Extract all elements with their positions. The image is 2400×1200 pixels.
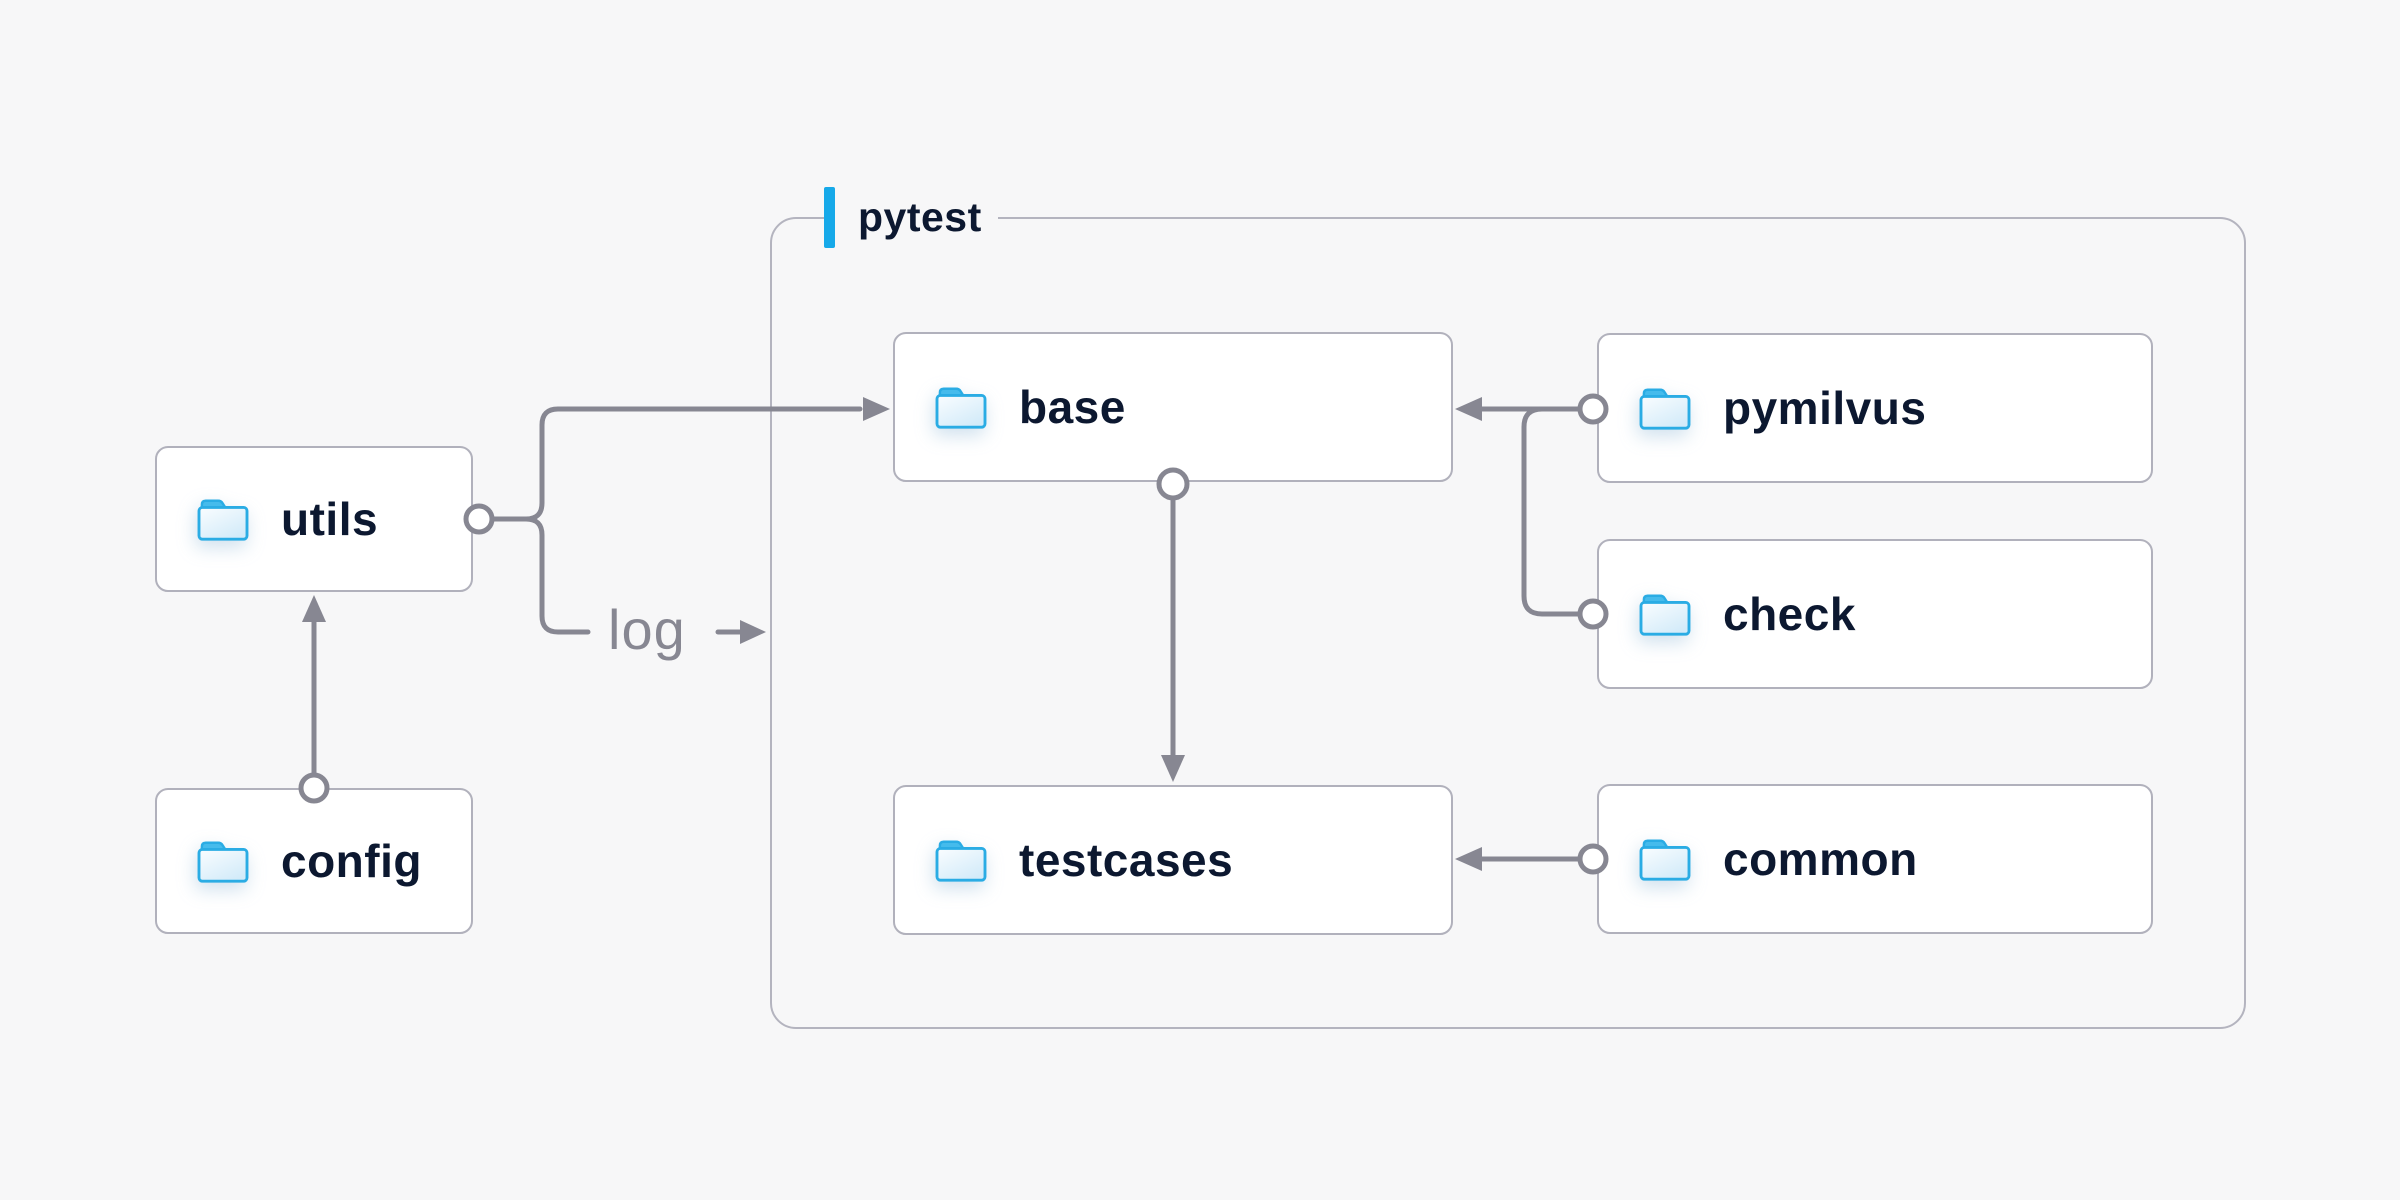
folder-icon bbox=[197, 841, 249, 883]
node-label: common bbox=[1723, 833, 1918, 885]
node-label: testcases bbox=[1019, 834, 1234, 886]
arrowhead-right-icon bbox=[740, 620, 766, 644]
node-label: pymilvus bbox=[1723, 382, 1927, 434]
node-check: check bbox=[1597, 539, 2153, 689]
folder-icon bbox=[197, 499, 249, 541]
node-label: check bbox=[1723, 588, 1856, 640]
folder-icon bbox=[1639, 594, 1691, 636]
node-config: config bbox=[155, 788, 473, 934]
edge-label-log: log bbox=[608, 598, 686, 661]
node-common: common bbox=[1597, 784, 2153, 934]
node-base: base bbox=[893, 332, 1453, 482]
pytest-container bbox=[770, 217, 2246, 1029]
node-testcases: testcases bbox=[893, 785, 1453, 935]
edge-config-utils bbox=[298, 595, 330, 804]
folder-icon bbox=[1639, 839, 1691, 881]
folder-icon bbox=[1639, 388, 1691, 430]
folder-icon bbox=[935, 387, 987, 429]
pytest-container-label: pytest bbox=[824, 186, 998, 248]
node-label: config bbox=[281, 835, 422, 887]
pytest-accent-bar bbox=[824, 186, 835, 248]
node-pymilvus: pymilvus bbox=[1597, 333, 2153, 483]
arrowhead-up-icon bbox=[302, 595, 326, 622]
node-utils: utils bbox=[155, 446, 473, 592]
folder-icon bbox=[935, 840, 987, 882]
pytest-title: pytest bbox=[858, 193, 982, 240]
node-label: utils bbox=[281, 493, 379, 545]
node-label: base bbox=[1019, 381, 1126, 433]
